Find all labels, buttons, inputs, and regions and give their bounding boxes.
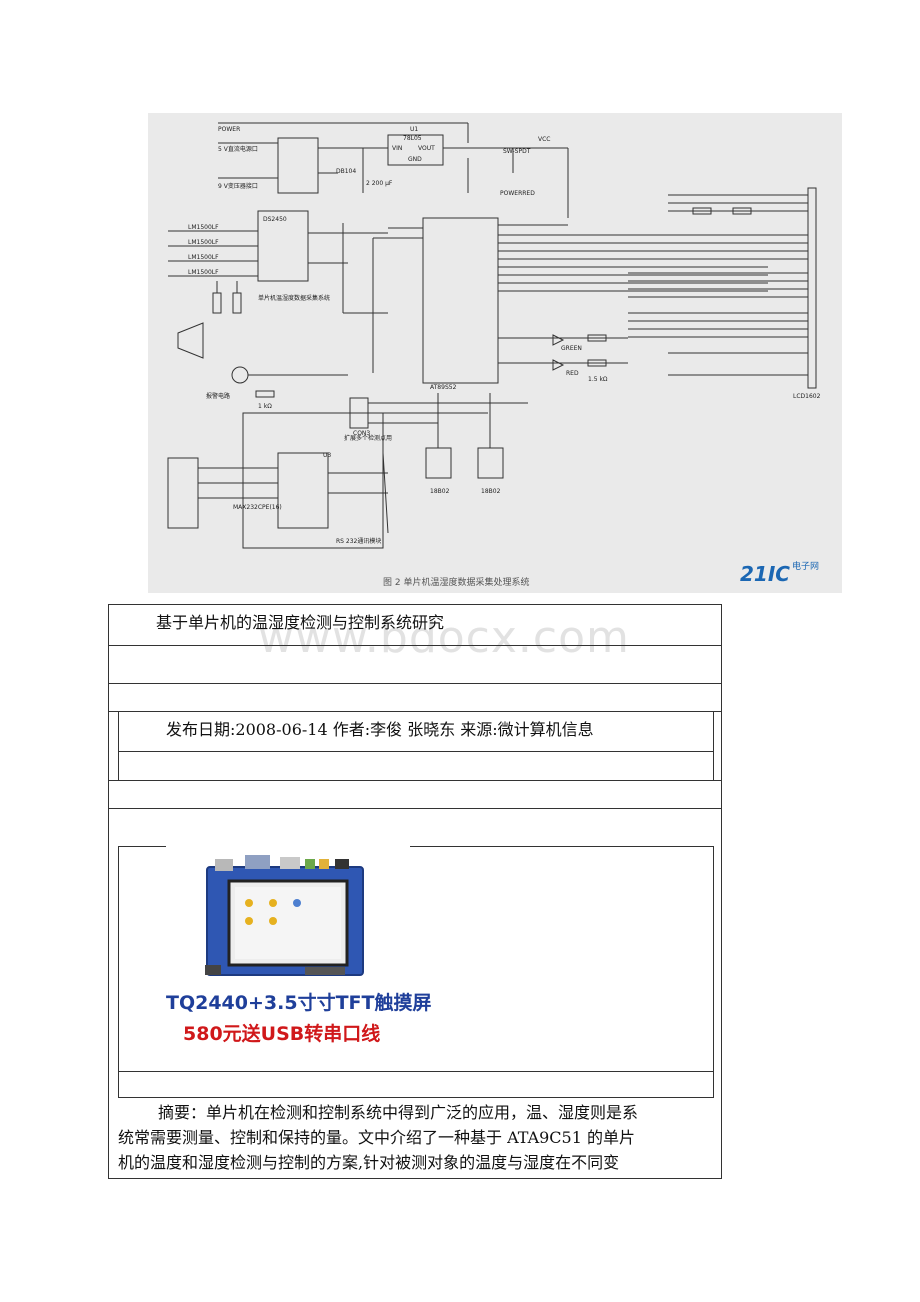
ad-headline[interactable]: TQ2440+3.5寸寸TFT触摸屏: [166, 992, 432, 1014]
dev-board-drawing: [205, 855, 364, 976]
dq2-label: 18B02: [430, 488, 450, 495]
buzzer-label: 报警电路: [206, 392, 230, 400]
rs232-label: RS 232通讯模块: [336, 537, 381, 545]
dq1-label: 18B02: [481, 488, 501, 495]
lm-label: LM1500LF: [188, 224, 219, 231]
lcd-label: LCD1602: [793, 393, 821, 400]
row-divider: [108, 808, 722, 809]
ext-label: 扩展多个检测点用: [344, 434, 392, 442]
ic-tag-label: U3: [323, 452, 331, 459]
gnd-label: GND: [408, 156, 422, 163]
article-meta: 发布日期:2008-06-14 作者:李俊 张晓东 来源:微计算机信息: [166, 720, 594, 739]
row-divider: [108, 780, 722, 781]
lm-label-2: LM1500LF: [188, 239, 219, 246]
power-9v-label: 9 V变压器接口: [218, 182, 258, 190]
power-5v-label: 5 V直流电源口: [218, 145, 258, 153]
r15k-label: 1.5 kΩ: [588, 376, 608, 383]
bridge-label: DB104: [336, 168, 356, 175]
lm-label-4: LM1500LF: [188, 269, 219, 276]
row-divider: [108, 645, 722, 646]
cap-label: 2 200 μF: [366, 180, 393, 187]
max232-label: MAX232CPE(16): [233, 504, 282, 511]
vin-label: VIN: [392, 145, 402, 152]
vcc-label: VCC: [538, 136, 550, 143]
ad-gap: [166, 845, 410, 848]
meta-divider: [118, 751, 714, 752]
mcu-label: AT89S52: [430, 384, 457, 391]
reg-label: 78L05: [403, 135, 422, 142]
figure-caption: 图 2 单片机温湿度数据采集处理系统: [383, 576, 529, 588]
abstract-line: 摘要：单片机在检测和控制系统中得到广泛的应用，温、湿度则是系: [158, 1103, 639, 1122]
ds-label: DS2450: [263, 216, 287, 223]
abstract-line: 统常需要测量、控制和保持的量。文中介绍了一种基于 ATA9C51 的单片: [118, 1128, 635, 1147]
dev-board-image[interactable]: [205, 855, 365, 980]
article-table: [108, 604, 722, 1179]
con3-label: CON3: [353, 430, 370, 437]
row-divider: [108, 683, 722, 684]
reg-ic-label: U1: [410, 126, 418, 133]
site-logo: 21IC: [740, 562, 790, 586]
sw-label: SW-SPDT: [503, 148, 531, 155]
ad-divider: [118, 1071, 714, 1072]
green-led-label: GREEN: [561, 345, 582, 352]
circuit-schematic-figure: POWER 5 V直流电源口 9 V变压器接口 U1 78L05 VIN VOU…: [148, 113, 842, 593]
r1k-label: 1 kΩ: [258, 403, 272, 410]
vout-label: VOUT: [418, 145, 435, 152]
powerred-label: POWERRED: [500, 190, 535, 197]
watermark: www.bdocx.com: [258, 612, 630, 663]
sensor-sys-label: 单片机温湿度数据采集系统: [258, 294, 330, 302]
ad-box: [118, 846, 714, 1098]
red-led-label: RED: [566, 370, 579, 377]
ad-offer[interactable]: 580元送USB转串口线: [183, 1023, 381, 1045]
abstract-paragraph: 摘要：单片机在检测和控制系统中得到广泛的应用，温、湿度则是系 统常需要测量、控制…: [118, 1100, 714, 1175]
article-title: 基于单片机的温湿度检测与控制系统研究: [156, 613, 445, 632]
abstract-line: 机的温度和湿度检测与控制的方案,针对被测对象的温度与湿度在不同变: [118, 1153, 620, 1172]
schematic-drawing: POWER 5 V直流电源口 9 V变压器接口 U1 78L05 VIN VOU…: [167, 122, 821, 588]
site-logo-sub: 电子网: [792, 560, 819, 572]
lm-label-3: LM1500LF: [188, 254, 219, 261]
power-label: POWER: [218, 126, 240, 133]
